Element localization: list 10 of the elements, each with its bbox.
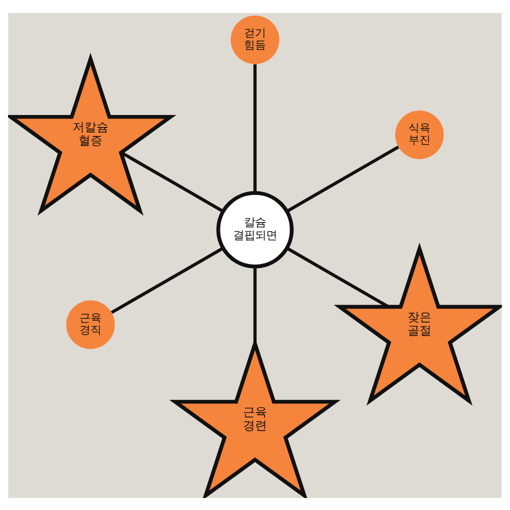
node-circle: 근육 경직 (66, 300, 115, 348)
connector (253, 64, 257, 192)
node-circle: 칼슘 결핍되면 (216, 190, 294, 268)
connector (110, 246, 224, 314)
node-circle: 식욕 부진 (395, 110, 444, 159)
connector (120, 150, 224, 212)
connector (286, 145, 400, 212)
node-circle: 걷기 힘듬 (230, 15, 280, 64)
connector (253, 266, 257, 344)
connector (286, 246, 390, 308)
